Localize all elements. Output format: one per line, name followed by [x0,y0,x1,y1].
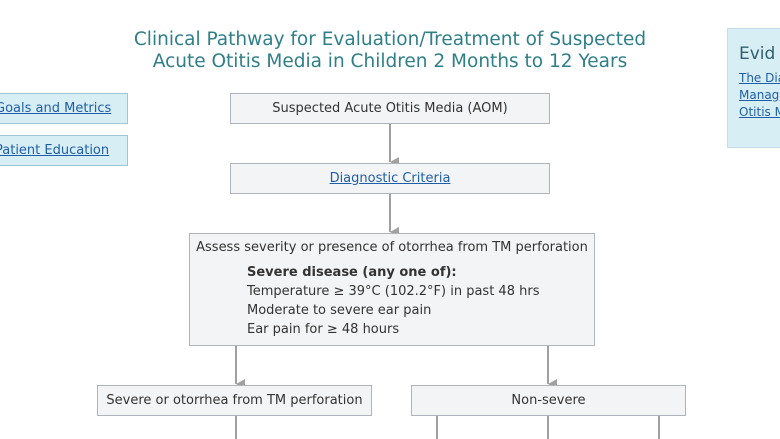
node-assess-severity: Assess severity or presence of otorrhea … [189,233,595,346]
severe-criteria-item: Moderate to severe ear pain [247,303,432,318]
assess-intro: Assess severity or presence of otorrhea … [196,240,588,255]
evidence-link-line-3[interactable]: Otitis M [739,105,780,119]
node-nonsevere-label: Non-severe [511,393,586,408]
node-suspected-aom-label: Suspected Acute Otitis Media (AOM) [272,101,508,116]
node-severe-label: Severe or otorrhea from TM perforation [106,393,363,408]
page-title: Clinical Pathway for Evaluation/Treatmen… [95,29,685,73]
node-diagnostic-criteria[interactable]: Diagnostic Criteria [230,163,550,194]
severe-criteria-item: Ear pain for ≥ 48 hours [247,322,400,337]
evidence-link-line-2[interactable]: Manag [739,88,780,102]
evidence-panel-title: Evid [739,44,776,64]
goals-metrics-link[interactable]: Goals and Metrics [0,101,112,116]
goals-metrics-box[interactable]: Goals and Metrics [0,93,128,124]
node-nonsevere: Non-severe [411,385,686,416]
diagnostic-criteria-link[interactable]: Diagnostic Criteria [329,171,451,186]
node-severe: Severe or otorrhea from TM perforation [97,385,372,416]
severe-criteria-item: Temperature ≥ 39°C (102.2°F) in past 48 … [247,284,540,299]
patient-education-box[interactable]: Patient Education [0,135,128,166]
severe-criteria-list: Severe disease (any one of): Temperature… [247,263,539,339]
evidence-panel: Evid The Dia Manag Otitis M [727,28,780,148]
patient-education-link[interactable]: Patient Education [0,143,110,158]
title-line-2: Acute Otitis Media in Children 2 Months … [152,51,628,72]
severe-criteria-heading: Severe disease (any one of): [247,265,457,280]
title-line-1: Clinical Pathway for Evaluation/Treatmen… [133,29,647,50]
evidence-link-line-1[interactable]: The Dia [739,71,780,85]
node-suspected-aom: Suspected Acute Otitis Media (AOM) [230,93,550,124]
